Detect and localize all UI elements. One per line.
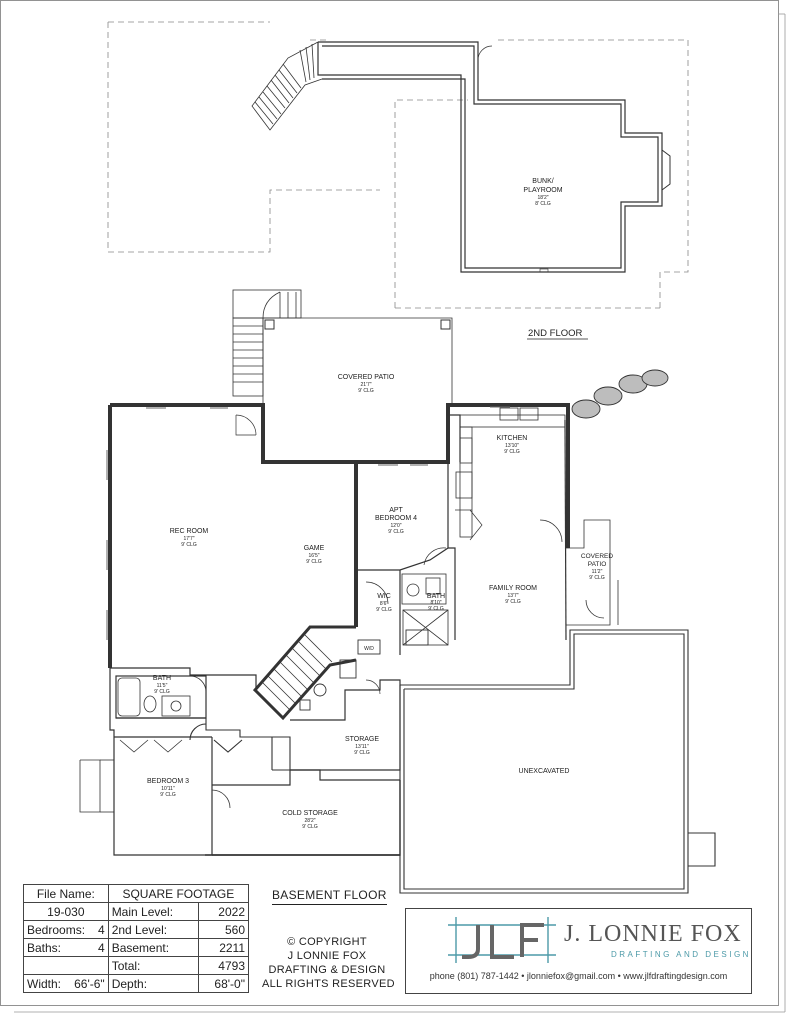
- bedroom3-dims: 10'11": [161, 786, 175, 792]
- file-name-value: 19-030: [23, 902, 109, 921]
- second-level-value: 560: [198, 920, 249, 939]
- baths-value: 4: [98, 940, 105, 955]
- jlf-logo: [448, 917, 556, 963]
- second-floor-plan: [107, 21, 689, 309]
- apt-bedroom-clg: 9' CLG: [388, 529, 404, 535]
- side-patio-label-2: PATIO: [588, 561, 607, 568]
- side-patio-dims: 11'2": [592, 569, 603, 575]
- company-logo-box: J. LONNIE FOX DRAFTING AND DESIGN phone …: [405, 908, 752, 994]
- apt-bedroom-label: APT: [389, 507, 403, 514]
- cold-storage-dims: 28'2": [304, 818, 315, 824]
- basement-floor-title: BASEMENT FLOOR: [272, 888, 387, 905]
- apt-bath-dims: 8'10": [430, 600, 441, 606]
- depth-label: Depth:: [107, 974, 200, 993]
- copyright-line-4: ALL RIGHTS RESERVED: [262, 978, 395, 990]
- sqft-header: SQUARE FOOTAGE: [107, 884, 250, 903]
- rec-room-dims: 17'7": [183, 536, 194, 542]
- kitchen-label: KITCHEN: [497, 435, 528, 442]
- contact-info: phone (801) 787-1442 • jlonniefox@gmail.…: [429, 971, 728, 981]
- kitchen-clg: 9' CLG: [504, 449, 520, 455]
- wic-dims: 8'6": [380, 601, 389, 607]
- cold-storage-label: COLD STORAGE: [282, 810, 338, 817]
- bedroom3-clg: 9' CLG: [160, 792, 176, 798]
- total-label: Total:: [107, 956, 200, 975]
- storage-clg: 9' CLG: [354, 750, 370, 756]
- covered-patio-label: COVERED PATIO: [338, 374, 395, 381]
- rec-room-clg: 9' CLG: [181, 542, 197, 548]
- bedrooms-label: Bedrooms:: [27, 922, 86, 937]
- brand-name: J. LONNIE FOX: [564, 921, 742, 947]
- bunk-room-dims: 18'2": [537, 195, 548, 201]
- sheet-border: [0, 0, 779, 1006]
- storage-label: STORAGE: [345, 736, 379, 743]
- side-patio-label: COVERED: [581, 553, 613, 560]
- copyright-line-1: © COPYRIGHT: [287, 936, 367, 948]
- baths-cell: Baths: 4: [23, 938, 109, 957]
- bedrooms-cell: Bedrooms: 4: [23, 920, 109, 939]
- copyright-line-2: J LONNIE FOX: [287, 950, 367, 962]
- width-label: Width:: [27, 976, 62, 991]
- second-floor-title: 2ND FLOOR: [528, 328, 583, 339]
- bunk-room-label: BUNK/: [532, 178, 553, 185]
- info-table: File Name: SQUARE FOOTAGE 19-030 Main Le…: [23, 884, 250, 993]
- game-dims: 16'5": [308, 553, 319, 559]
- width-cell: Width: 66'-6": [23, 974, 109, 993]
- cold-storage-clg: 9' CLG: [302, 824, 318, 830]
- main-bath-label: BATH: [153, 675, 171, 682]
- file-name-label: File Name:: [23, 884, 109, 903]
- game-clg: 9' CLG: [306, 559, 322, 565]
- total-value: 4793: [198, 956, 249, 975]
- unexcavated-label: UNEXCAVATED: [519, 768, 570, 775]
- wic-clg: 9' CLG: [376, 607, 392, 613]
- family-room-dims: 13'7": [507, 593, 518, 599]
- basement-value: 2211: [198, 938, 249, 957]
- apt-bath-clg: 9' CLG: [428, 606, 444, 612]
- bunk-room-clg: 8' CLG: [535, 201, 551, 207]
- bunk-room-label-2: PLAYROOM: [523, 187, 562, 194]
- depth-value: 68'-0": [198, 974, 249, 993]
- main-bath-dims: 11'5": [157, 683, 168, 689]
- wd-label: W/D: [364, 646, 374, 652]
- game-label: GAME: [304, 545, 325, 552]
- second-level-label: 2nd Level:: [107, 920, 200, 939]
- bedroom3-label: BEDROOM 3: [147, 778, 189, 785]
- covered-patio-dims: 21'7": [360, 382, 371, 388]
- basement-label: Basement:: [107, 938, 200, 957]
- main-level-value: 2022: [198, 902, 249, 921]
- width-value: 66'-6": [74, 976, 105, 991]
- main-level-label: Main Level:: [107, 902, 200, 921]
- apt-bedroom-dims: 12'0": [390, 523, 401, 529]
- blank-cell: [23, 956, 109, 975]
- basement-plan: [79, 289, 716, 894]
- apt-bath-label: BATH: [427, 593, 445, 600]
- side-patio-clg: 9' CLG: [589, 575, 605, 581]
- rec-room-label: REC ROOM: [170, 528, 209, 535]
- brand-tagline: DRAFTING AND DESIGN: [611, 950, 751, 959]
- apt-bedroom-label-2: BEDROOM 4: [375, 515, 417, 522]
- family-room-label: FAMILY ROOM: [489, 585, 537, 592]
- baths-label: Baths:: [27, 940, 62, 955]
- wic-label: WIC: [377, 593, 391, 600]
- storage-dims: 13'11": [355, 744, 369, 750]
- covered-patio-clg: 9' CLG: [358, 388, 374, 394]
- copyright-block: © COPYRIGHT J LONNIE FOX DRAFTING & DESI…: [262, 935, 395, 991]
- copyright-line-3: DRAFTING & DESIGN: [268, 964, 386, 976]
- bedrooms-value: 4: [98, 922, 105, 937]
- family-room-clg: 9' CLG: [505, 599, 521, 605]
- kitchen-dims: 13'10": [505, 443, 519, 449]
- main-bath-clg: 9' CLG: [154, 689, 170, 695]
